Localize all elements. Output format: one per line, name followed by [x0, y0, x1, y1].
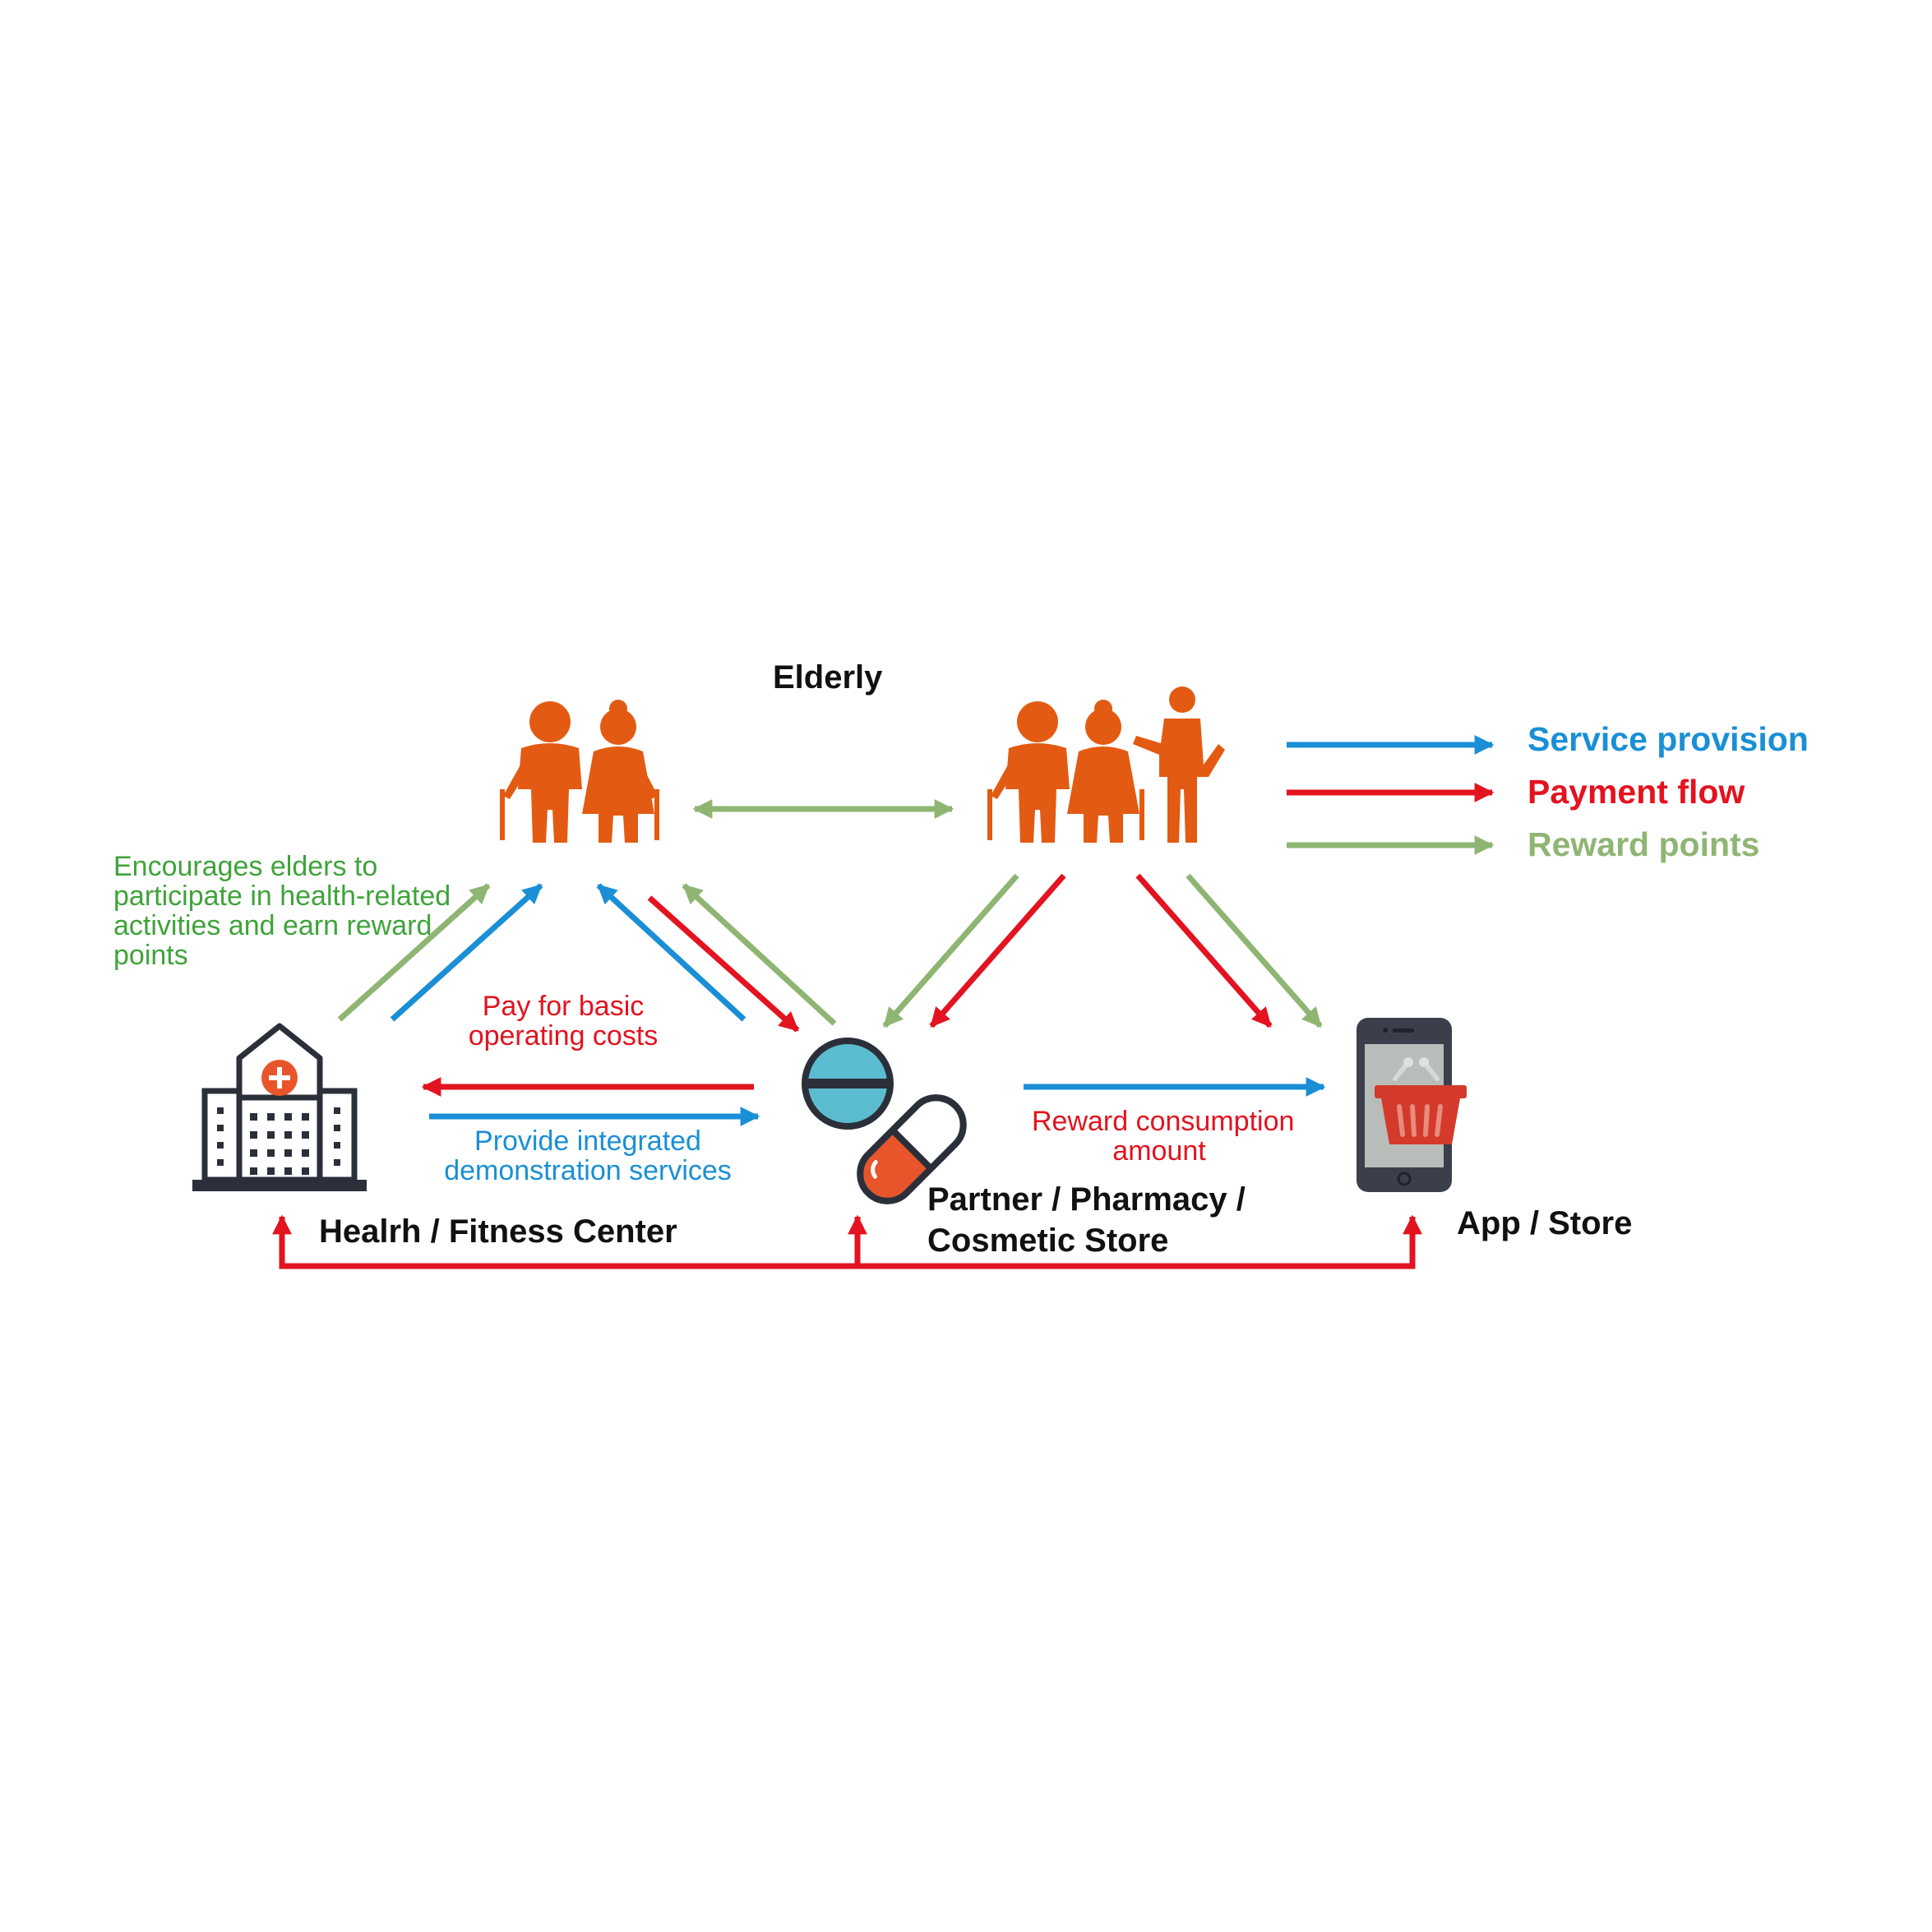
flow-arrows: [272, 735, 1495, 1269]
pill-icon: [802, 1038, 967, 1204]
payment-arrow-family-to-app: [1135, 873, 1273, 1028]
legend-reward-label: Reward points: [1528, 825, 1760, 863]
elderly-couple-icon: [500, 700, 659, 843]
reward-arrow-partner-to-elderly: [682, 883, 837, 1026]
payment-arrow-elderly-to-partner: [647, 895, 800, 1033]
elderly-title: Elderly: [773, 659, 883, 696]
service-arrow-partner-to-elderly: [596, 883, 746, 1022]
reward-arrow-family-to-partner: [882, 873, 1019, 1028]
provide-note: Provide integrated demonstration service…: [444, 1125, 732, 1186]
reward-arrow-family-to-app: [1186, 873, 1323, 1028]
payment-arrow-family-to-partner: [929, 873, 1066, 1028]
elderly-family-icon: [987, 686, 1225, 843]
hospital-icon: [192, 1023, 367, 1191]
legend-payment-label: Payment flow: [1528, 773, 1745, 811]
smartphone-basket-icon: [1357, 1018, 1467, 1192]
service-arrow-center-to-elderly: [390, 883, 543, 1022]
partner-label: Partner / Pharmacy / Cosmetic Store: [927, 1181, 1246, 1259]
reward-consumption-note: Reward consumption amount: [1032, 1106, 1295, 1167]
legend-service-label: Service provision: [1528, 720, 1809, 758]
encourage-note: Encourages elders to participate in heal…: [113, 851, 451, 971]
reward-arrow-center-to-elderly: [337, 883, 491, 1022]
health-center-label: Healrh / Fitness Center: [319, 1213, 677, 1250]
pay-basic-note: Pay for basic operating costs: [468, 991, 659, 1052]
payment-bracket-bottom: [272, 1214, 1422, 1269]
app-store-label: App / Store: [1457, 1205, 1633, 1241]
